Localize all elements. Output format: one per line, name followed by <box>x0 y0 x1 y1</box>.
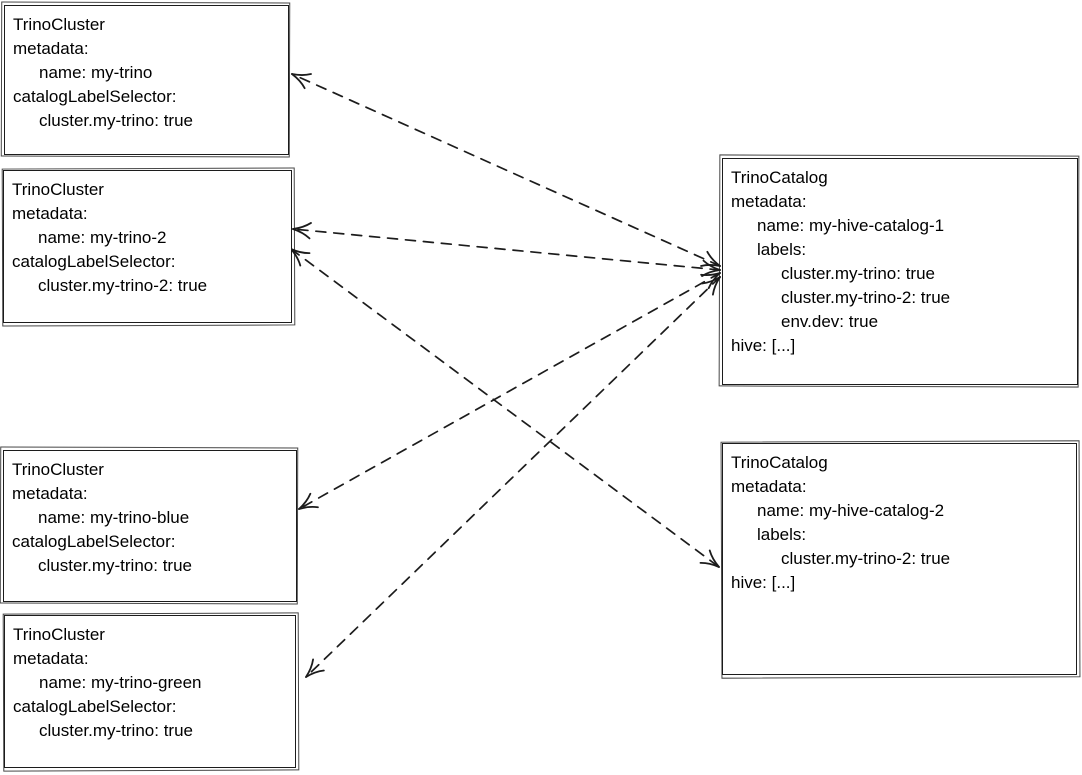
edge-my-trino-2--my-hive-catalog-2 <box>290 248 720 568</box>
node-trino-cluster-my-trino-blue: TrinoCluster metadata: name: my-trino-blue… <box>3 450 297 602</box>
node-yaml-line: cluster.my-trino: true <box>38 556 192 575</box>
node-yaml-line: name: my-trino-blue <box>38 508 190 527</box>
edge-my-hive-catalog-1--my-trino-blue <box>298 272 721 510</box>
node-yaml-line: name: my-trino-2 <box>38 228 167 247</box>
node-yaml-line: metadata: <box>13 649 89 668</box>
node-yaml-line: catalogLabelSelector: <box>12 532 176 551</box>
node-kind-label: TrinoCluster <box>12 460 104 479</box>
edge-line <box>291 73 721 267</box>
node-trino-catalog-my-hive-catalog-1: TrinoCatalog metadata: name: my-hive-catal… <box>722 158 1078 385</box>
node-yaml-line: metadata: <box>12 484 88 503</box>
arrowhead-icon <box>712 276 721 296</box>
node-yaml-line: metadata: <box>12 204 88 223</box>
node-yaml-line: metadata: <box>13 39 89 58</box>
edge-line <box>298 272 721 510</box>
node-yaml-line: name: my-trino-green <box>39 673 202 692</box>
node-yaml-line: cluster.my-trino: true <box>781 264 935 283</box>
node-kind-label: TrinoCluster <box>13 625 105 644</box>
edge-my-hive-catalog-1--my-trino <box>291 73 721 267</box>
node-yaml-line: cluster.my-trino: true <box>39 721 193 740</box>
arrowhead-icon <box>290 248 311 255</box>
node-trino-cluster-my-trino: TrinoCluster metadata: name: my-trino catal… <box>4 5 289 155</box>
node-yaml-line: cluster.my-trino: true <box>39 111 193 130</box>
node-yaml-line: metadata: <box>731 192 807 211</box>
node-yaml-line: labels: <box>757 240 807 259</box>
node-trino-catalog-my-hive-catalog-2: TrinoCatalog metadata: name: my-hive-catal… <box>722 443 1077 675</box>
node-yaml-line: catalogLabelSelector: <box>13 697 177 716</box>
arrowhead-icon <box>298 492 312 510</box>
node-kind-label: TrinoCatalog <box>731 453 828 472</box>
arrowhead-icon <box>292 222 312 230</box>
arrowhead-icon <box>291 73 306 90</box>
edge-line <box>292 228 721 271</box>
node-yaml-line: hive: [...] <box>731 573 796 592</box>
edge-my-hive-catalog-1--my-trino-2 <box>292 222 721 277</box>
node-kind-label: TrinoCluster <box>12 180 104 199</box>
node-yaml-line: catalogLabelSelector: <box>12 252 176 271</box>
node-trino-cluster-my-trino-2: TrinoCluster metadata: name: my-trino-2 cat… <box>3 170 292 323</box>
node-yaml-line: hive: [...] <box>731 336 796 355</box>
node-yaml-line: labels: <box>757 525 807 544</box>
arrowhead-icon <box>305 658 314 678</box>
node-yaml-line: env.dev: true <box>781 312 879 331</box>
node-yaml-line: catalogLabelSelector: <box>13 87 177 106</box>
node-yaml-line: name: my-hive-catalog-1 <box>757 216 945 235</box>
node-trino-cluster-my-trino-green: TrinoCluster metadata: name: my-trino-gree… <box>4 615 296 768</box>
node-kind-label: TrinoCluster <box>13 15 105 34</box>
node-yaml-line: cluster.my-trino-2: true <box>38 276 208 295</box>
node-yaml-line: cluster.my-trino-2: true <box>781 288 951 307</box>
node-yaml-line: name: my-hive-catalog-2 <box>757 501 945 520</box>
node-yaml-line: metadata: <box>731 477 807 496</box>
arrowhead-icon <box>699 561 720 568</box>
node-yaml-line: cluster.my-trino-2: true <box>781 549 951 568</box>
edge-line <box>290 248 720 568</box>
edge-line <box>305 276 721 678</box>
node-yaml-line: name: my-trino <box>39 63 153 82</box>
edge-my-hive-catalog-1--my-trino-green <box>305 276 721 678</box>
arrowhead-icon <box>291 73 312 76</box>
node-kind-label: TrinoCatalog <box>731 168 828 187</box>
